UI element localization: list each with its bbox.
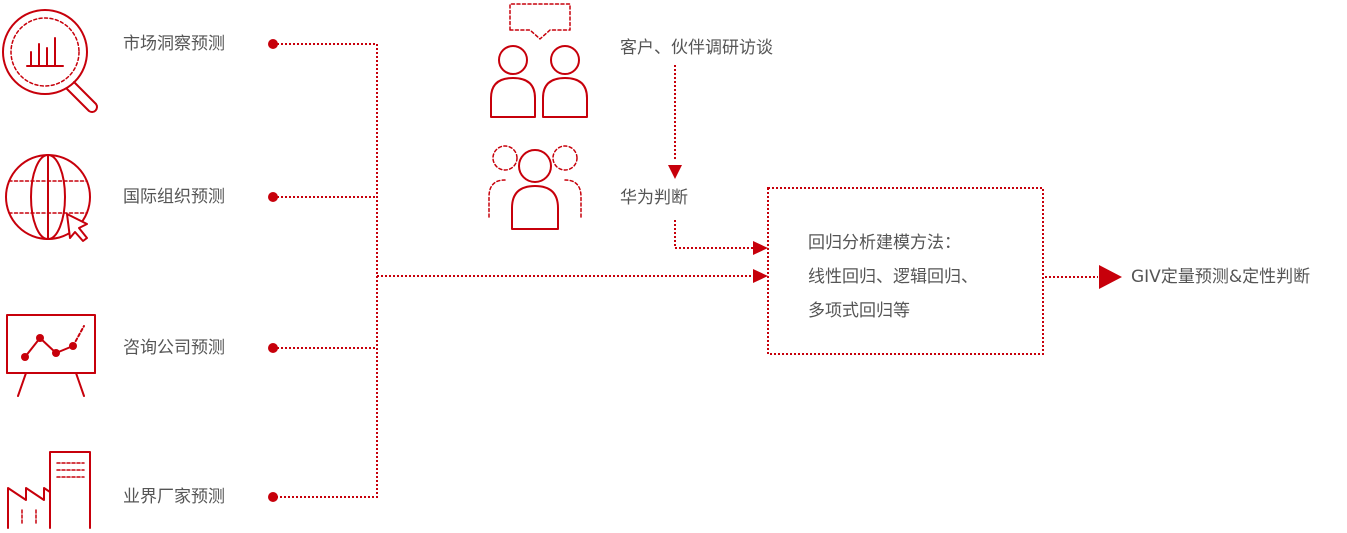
source-dot xyxy=(268,192,278,202)
method-line: 线性回归、逻辑回归、 xyxy=(808,267,978,287)
method-line: 多项式回归等 xyxy=(808,301,910,321)
magnifier-chart-icon xyxy=(2,9,98,113)
two-people-icon xyxy=(490,3,588,118)
globe-cursor-icon xyxy=(5,154,91,242)
connectors xyxy=(277,43,1098,498)
arrow-right xyxy=(753,241,768,255)
arrow-down xyxy=(668,165,682,179)
method-box xyxy=(767,187,1044,355)
survey-label: 客户、伙伴调研访谈 xyxy=(620,38,773,58)
source-label-market: 市场洞察预测 xyxy=(123,34,225,54)
source-dot xyxy=(268,39,278,49)
judgment-label: 华为判断 xyxy=(620,188,688,208)
result-arrow xyxy=(1099,265,1122,289)
method-line: 回归分析建模方法： xyxy=(808,233,961,253)
source-dot xyxy=(268,492,278,502)
result-label: GIV定量预测&定性判断 xyxy=(1131,267,1311,287)
factory-icon xyxy=(7,451,91,529)
source-dot xyxy=(268,343,278,353)
source-label-industry: 业界厂家预测 xyxy=(123,487,225,507)
source-label-intl-org: 国际组织预测 xyxy=(123,187,225,207)
arrow-right xyxy=(753,269,768,283)
presentation-board-icon xyxy=(6,314,96,397)
source-label-consulting: 咨询公司预测 xyxy=(123,338,225,358)
group-people-icon xyxy=(488,145,582,230)
method-box-text: 回归分析建模方法： 线性回归、逻辑回归、 多项式回归等 xyxy=(808,226,978,328)
